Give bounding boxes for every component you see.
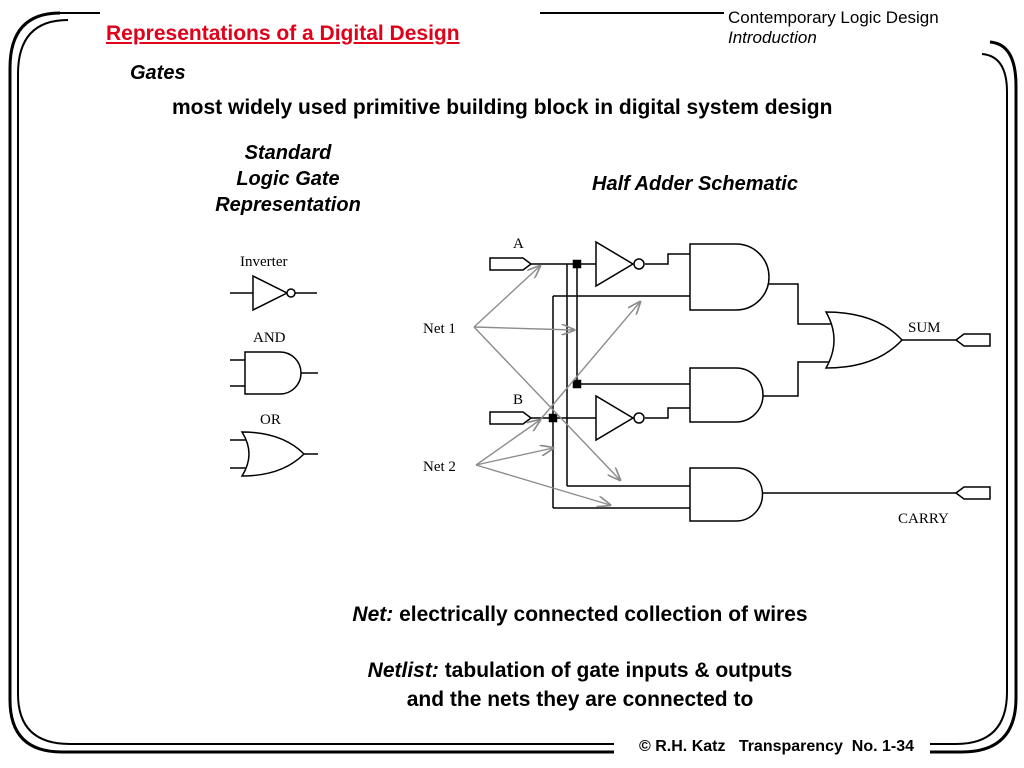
and-gate <box>230 351 318 395</box>
inverter-a <box>595 240 645 288</box>
net1-label: Net 1 <box>423 321 456 337</box>
standard-gates-heading: Standard Logic Gate Representation <box>185 140 391 218</box>
or-label: OR <box>260 412 281 428</box>
sum-label: SUM <box>908 320 941 336</box>
course-title: Contemporary Logic Design <box>728 8 939 27</box>
and-gate-top <box>689 243 770 311</box>
standard-heading-line3: Representation <box>215 194 361 216</box>
netlist-definition-line1: tabulation of gate inputs & outputs <box>438 659 793 682</box>
slide-title: Representations of a Digital Design <box>106 22 460 45</box>
section-description: most widely used primitive building bloc… <box>172 96 833 119</box>
section-heading: Gates <box>130 62 186 84</box>
input-a-label: A <box>513 236 524 252</box>
inverter-gate <box>230 274 317 312</box>
input-b-port <box>489 411 533 425</box>
junction-dot <box>548 413 558 423</box>
sum-output-port <box>954 333 991 347</box>
course-subtitle: Introduction <box>728 28 817 47</box>
junction-dot <box>572 379 582 389</box>
netlist-term: Netlist: <box>367 659 439 682</box>
net-definition-text: electrically connected collection of wir… <box>393 603 808 626</box>
netlist-definition: Netlist: tabulation of gate inputs & out… <box>200 656 960 714</box>
and-gate-bottom <box>689 467 764 522</box>
course-header: Contemporary Logic Design Introduction <box>728 8 939 48</box>
carry-label: CARRY <box>898 511 949 527</box>
schematic-heading: Half Adder Schematic <box>592 173 798 195</box>
standard-heading-line2: Logic Gate <box>236 168 340 190</box>
input-b-label: B <box>513 392 523 408</box>
net-arrows <box>473 266 640 505</box>
or-gate-sum <box>824 311 904 369</box>
and-gate-middle <box>689 367 764 423</box>
carry-output-port <box>954 486 991 500</box>
wires <box>531 253 956 509</box>
netlist-definition-line2: and the nets they are connected to <box>406 688 754 711</box>
net2-label: Net 2 <box>423 459 456 475</box>
inverter-label: Inverter <box>240 254 287 270</box>
junction-dot <box>572 259 582 269</box>
net-definition: Net: electrically connected collection o… <box>200 600 960 629</box>
or-gate <box>230 431 318 477</box>
standard-heading-line1: Standard <box>244 142 332 164</box>
footer-credit: © R.H. Katz Transparency No. 1-34 <box>633 738 920 756</box>
and-label: AND <box>253 330 286 346</box>
inverter-b <box>595 394 645 442</box>
net-term: Net: <box>352 603 394 626</box>
input-a-port <box>489 257 533 271</box>
